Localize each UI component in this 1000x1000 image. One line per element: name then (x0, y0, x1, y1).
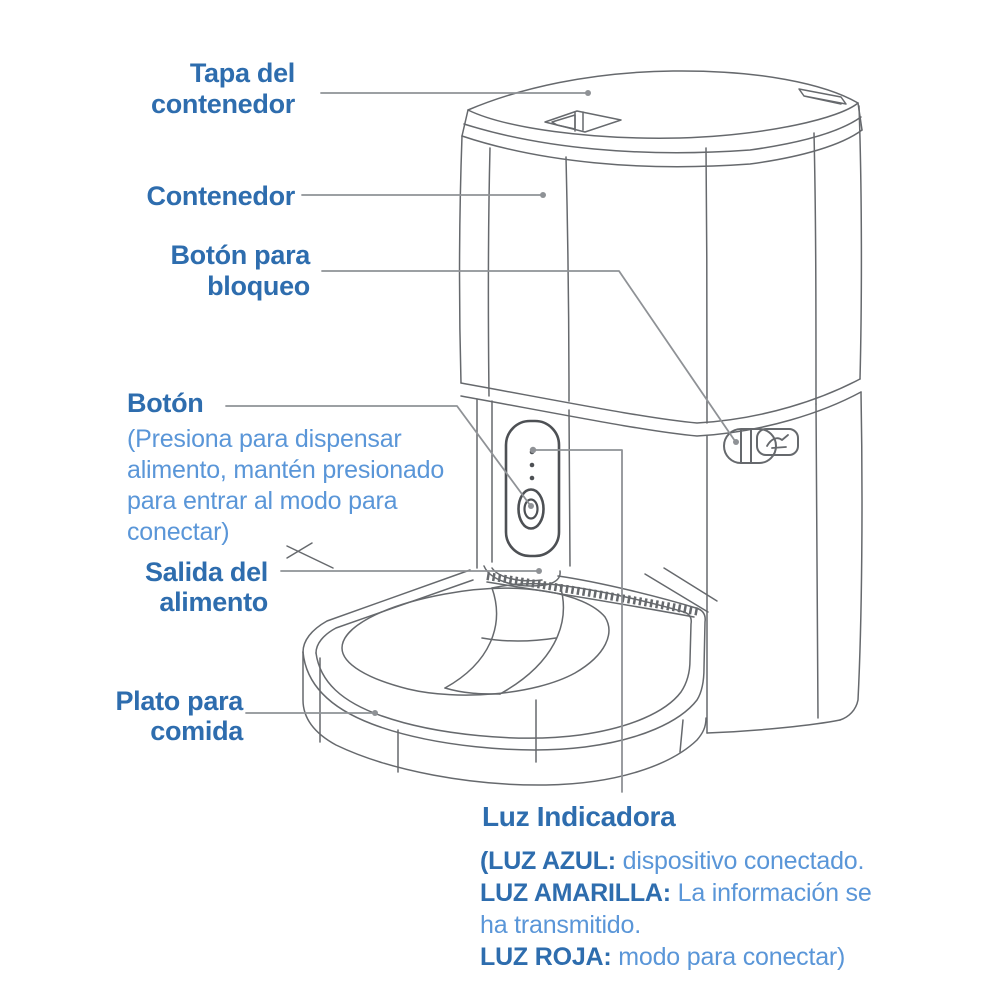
note-button: (Presiona para dispensar alimento, manté… (127, 424, 444, 548)
note-indicator-text3: ha transmitido. (480, 911, 641, 939)
note-button-line4: conectar) (127, 518, 230, 546)
label-lock-line1: Botón para (170, 240, 310, 270)
label-bowl-line1: Plato para (115, 686, 243, 716)
label-container: Contenedor (147, 181, 296, 212)
lid-handle-hole (545, 111, 621, 132)
leader-lock-button (322, 271, 735, 441)
chute-ramp-hatch (487, 576, 700, 612)
note-button-line1: (Presiona para dispensar (127, 425, 402, 453)
note-indicator-prefix1: (LUZ AZUL: (480, 847, 616, 875)
label-bowl-line2: comida (150, 716, 243, 746)
label-lock-button: Botón para bloqueo (170, 240, 310, 302)
base-unit-drawing (287, 392, 862, 733)
food-bowl-drawing (303, 570, 706, 785)
label-lid: Tapa del contenedor (151, 58, 295, 120)
note-indicator-line3: ha transmitido. (480, 909, 872, 941)
lid-latch (799, 89, 846, 104)
label-lid-line2: contenedor (150, 89, 295, 119)
lock-button-drawing (724, 429, 798, 463)
note-indicator-line4: LUZ ROJA: modo para conectar) (480, 941, 872, 973)
note-indicator-prefix2: LUZ AMARILLA: (480, 879, 671, 907)
note-button-line3: para entrar al modo para (127, 487, 398, 515)
label-lock-line2: bloqueo (207, 271, 310, 301)
control-panel-outline (506, 421, 559, 556)
indicator-light-dots (529, 449, 535, 481)
feed-button-drawing (519, 490, 544, 529)
label-indicator-light: Luz Indicadora (482, 801, 676, 832)
note-indicator-light: (LUZ AZUL: dispositivo conectado. LUZ AM… (480, 845, 872, 973)
label-food-outlet: Salida del alimento (145, 557, 268, 617)
note-indicator-text2: La información se (670, 879, 872, 907)
label-button: Botón (127, 388, 204, 419)
leader-button (226, 406, 530, 505)
note-indicator-line2: LUZ AMARILLA: La información se (480, 877, 872, 909)
label-food-bowl: Plato para comida (115, 686, 243, 746)
label-container-text: Contenedor (146, 181, 296, 211)
label-lid-line1: Tapa del (189, 58, 295, 88)
label-button-title: Botón (127, 388, 204, 418)
leader-indicator-light (533, 450, 622, 792)
label-indicator-title: Luz Indicadora (482, 801, 676, 832)
note-button-line2: alimento, mantén presionado (127, 456, 445, 484)
note-indicator-text4: modo para conectar) (611, 943, 846, 971)
leader-lines (226, 90, 739, 792)
control-panel (506, 421, 559, 556)
label-outlet-line2: alimento (159, 587, 268, 617)
label-outlet-line1: Salida del (144, 557, 268, 587)
note-indicator-prefix4: LUZ ROJA: (480, 943, 612, 971)
container-lid-drawing (462, 71, 862, 167)
note-indicator-text1: dispositivo conectado. (615, 847, 865, 875)
note-indicator-line1: (LUZ AZUL: dispositivo conectado. (480, 845, 872, 877)
